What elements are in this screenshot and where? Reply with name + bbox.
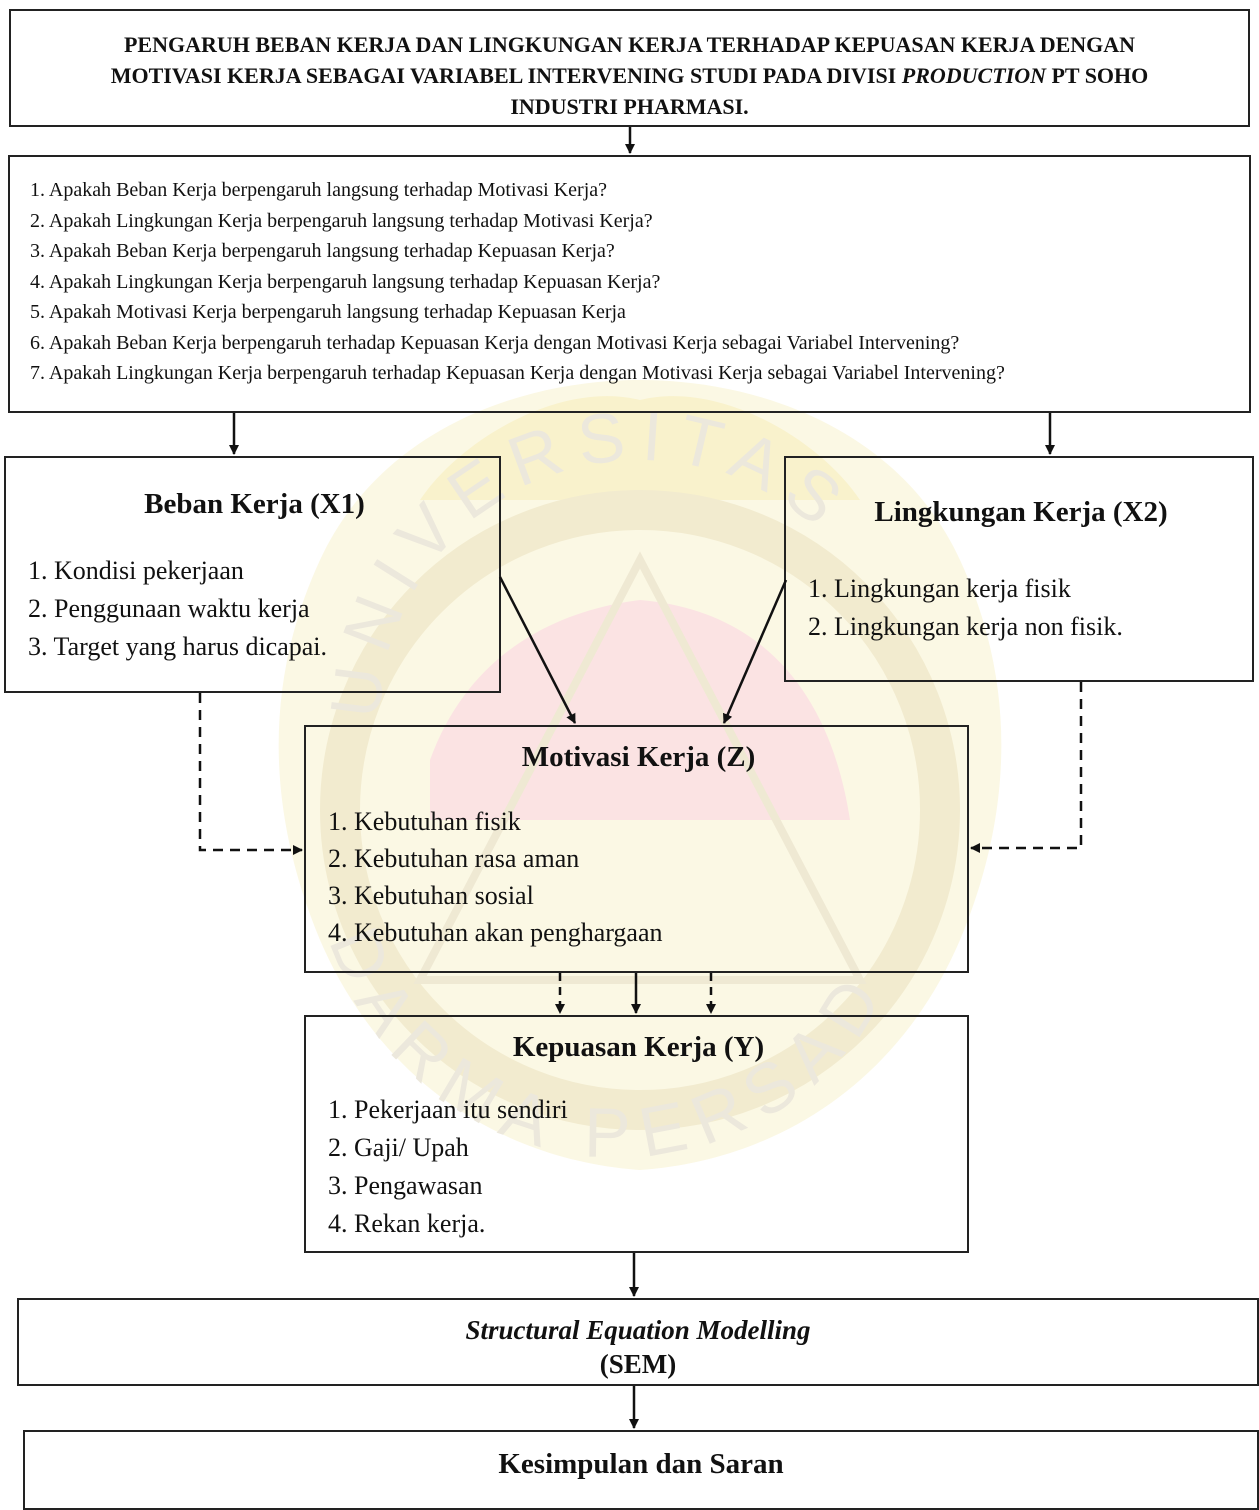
indicator-item: 2. Kebutuhan rasa aman [328,844,580,873]
motivasi-kerja-indicators: 1. Kebutuhan fisik 2. Kebutuhan rasa ama… [328,803,663,951]
sem-label: Structural Equation Modelling [465,1315,811,1345]
sem-abbreviation: (SEM) [599,1349,677,1379]
motivasi-kerja-title: Motivasi Kerja (Z) [521,741,756,773]
lingkungan-kerja-indicators: 1. Lingkungan kerja fisik 2. Lingkungan … [808,570,1123,646]
research-question-list: 1. Apakah Beban Kerja berpengaruh langsu… [10,157,1249,389]
indicator-item: 1. Kondisi pekerjaan [28,556,244,585]
indicator-item: 1. Kebutuhan fisik [328,807,521,836]
lingkungan-kerja-title: Lingkungan Kerja (X2) [874,496,1168,528]
research-title-box: PENGARUH BEBAN KERJA DAN LINGKUNGAN KERJ… [9,9,1250,127]
research-question: 2. Apakah Lingkungan Kerja berpengaruh l… [30,209,653,232]
research-question: 1. Apakah Beban Kerja berpengaruh langsu… [30,179,608,201]
seal-ring [320,490,960,1130]
beban-kerja-indicators: 1. Kondisi pekerjaan 2. Penggunaan waktu… [28,552,327,666]
indicator-item: 4. Rekan kerja. [328,1209,486,1238]
research-question: 5. Apakah Motivasi Kerja berpengaruh lan… [30,301,626,323]
indicator-item: 4. Kebutuhan akan penghargaan [328,918,663,947]
indicator-item: 2. Penggunaan waktu kerja [28,594,310,623]
title-italic-production: PRODUCTION [901,63,1046,88]
dashed-arrow-x2-to-z [970,682,1083,853]
seal-triangle [413,551,867,984]
lingkungan-kerja-box: Lingkungan Kerja (X2) 1. Lingkungan kerj… [784,456,1254,682]
indicator-item: 3. Target yang harus dicapai. [28,632,328,661]
arrow-x2-to-z [722,579,788,724]
title-line-1: PENGARUH BEBAN KERJA DAN LINGKUNGAN KERJ… [123,32,1136,57]
beban-kerja-title: Beban Kerja (X1) [144,488,365,520]
research-question: 7. Apakah Lingkungan Kerja berpengaruh t… [30,362,1005,384]
beban-kerja-box: Beban Kerja (X1) 1. Kondisi pekerjaan 2.… [4,456,501,693]
research-questions-box: 1. Apakah Beban Kerja berpengaruh langsu… [8,155,1251,413]
title-line-2: MOTIVASI KERJA SEBAGAI VARIABEL INTERVEN… [110,63,1149,88]
conclusion-title: Kesimpulan dan Saran [498,1448,784,1480]
kepuasan-kerja-indicators: 1. Pekerjaan itu sendiri 2. Gaji/ Upah 3… [328,1091,568,1243]
dashed-arrow-x1-to-z [198,693,303,855]
kepuasan-kerja-title: Kepuasan Kerja (Y) [512,1031,765,1063]
indicator-item: 2. Gaji/ Upah [328,1133,469,1162]
kepuasan-kerja-box: Kepuasan Kerja (Y) 1. Pekerjaan itu send… [304,1015,969,1253]
motivasi-kerja-box: Motivasi Kerja (Z) 1. Kebutuhan fisik 2.… [304,725,969,973]
research-question: 6. Apakah Beban Kerja berpengaruh terhad… [30,331,960,354]
research-question: 3. Apakah Beban Kerja berpengaruh langsu… [30,240,615,262]
arrow-x1-to-z [498,576,577,724]
research-question: 4. Apakah Lingkungan Kerja berpengaruh l… [30,270,661,293]
sem-box: Structural Equation Modelling (SEM) [17,1298,1259,1386]
indicator-item: 3. Kebutuhan sosial [328,881,534,910]
indicator-item: 3. Pengawasan [328,1171,483,1200]
indicator-item: 2. Lingkungan kerja non fisik. [808,612,1123,641]
title-line-3: INDUSTRI PHARMASI. [510,94,749,119]
indicator-item: 1. Lingkungan kerja fisik [808,574,1071,603]
indicator-item: 1. Pekerjaan itu sendiri [328,1095,568,1124]
